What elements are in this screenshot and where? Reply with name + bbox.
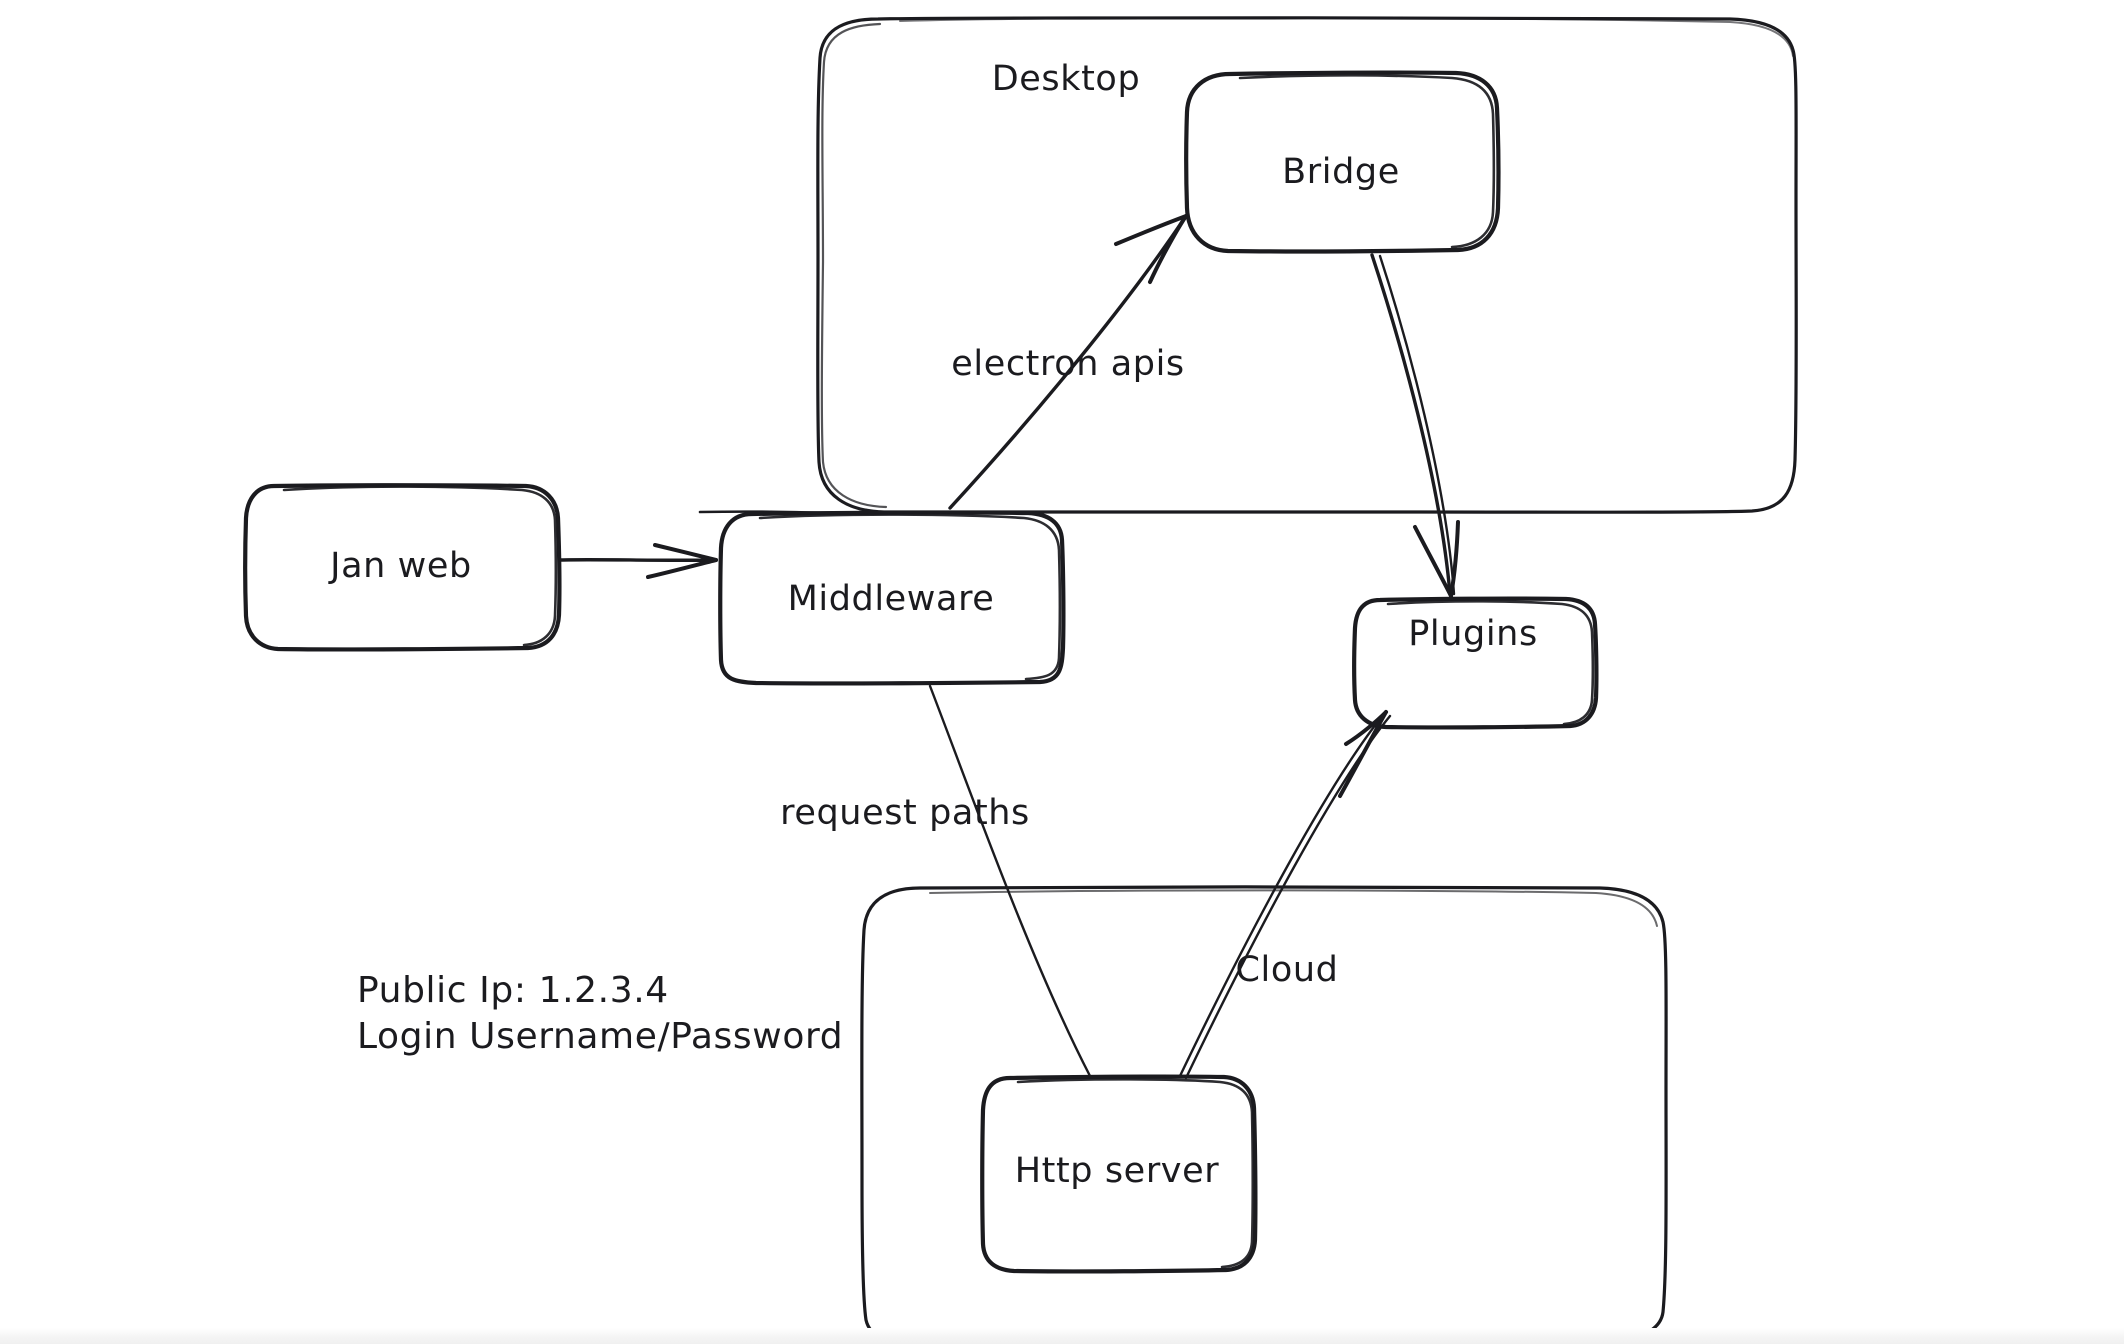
notes-block: Public Ip: 1.2.3.4 Login Username/Passwo… (357, 968, 843, 1060)
edge-label-electron-apis: electron apis (951, 344, 1185, 384)
edge-http-server-to-plugins (1178, 710, 1392, 1080)
note-public-ip: Public Ip: 1.2.3.4 (357, 970, 669, 1011)
node-label-middleware: Middleware (787, 579, 995, 619)
node-plugins-outline[interactable] (1352, 596, 1599, 730)
node-bridge-outline[interactable] (1184, 70, 1501, 254)
edge-middleware-to-bridge (948, 214, 1188, 510)
node-middleware-outline[interactable] (718, 510, 1066, 686)
node-label-bridge: Bridge (1282, 152, 1400, 192)
edge-middleware-to-http-server (928, 684, 1092, 1078)
group-desktop-outline (816, 16, 1798, 515)
edge-bridge-to-plugins (1370, 253, 1460, 598)
node-label-http-server: Http server (1014, 1151, 1220, 1191)
edge-label-cloud: Cloud (1235, 950, 1339, 990)
node-label-jan-web: Jan web (330, 546, 472, 586)
edge-jan-web-to-middleware (558, 543, 718, 579)
node-jan-web-outline[interactable] (243, 483, 562, 652)
edge-label-request-paths: request paths (780, 793, 1030, 833)
node-label-plugins: Plugins (1408, 614, 1538, 654)
bottom-edge-strip (0, 1328, 2124, 1344)
node-http-server-outline[interactable] (980, 1074, 1258, 1274)
note-login-credentials: Login Username/Password (357, 1016, 844, 1058)
group-label-desktop: Desktop (991, 59, 1141, 99)
